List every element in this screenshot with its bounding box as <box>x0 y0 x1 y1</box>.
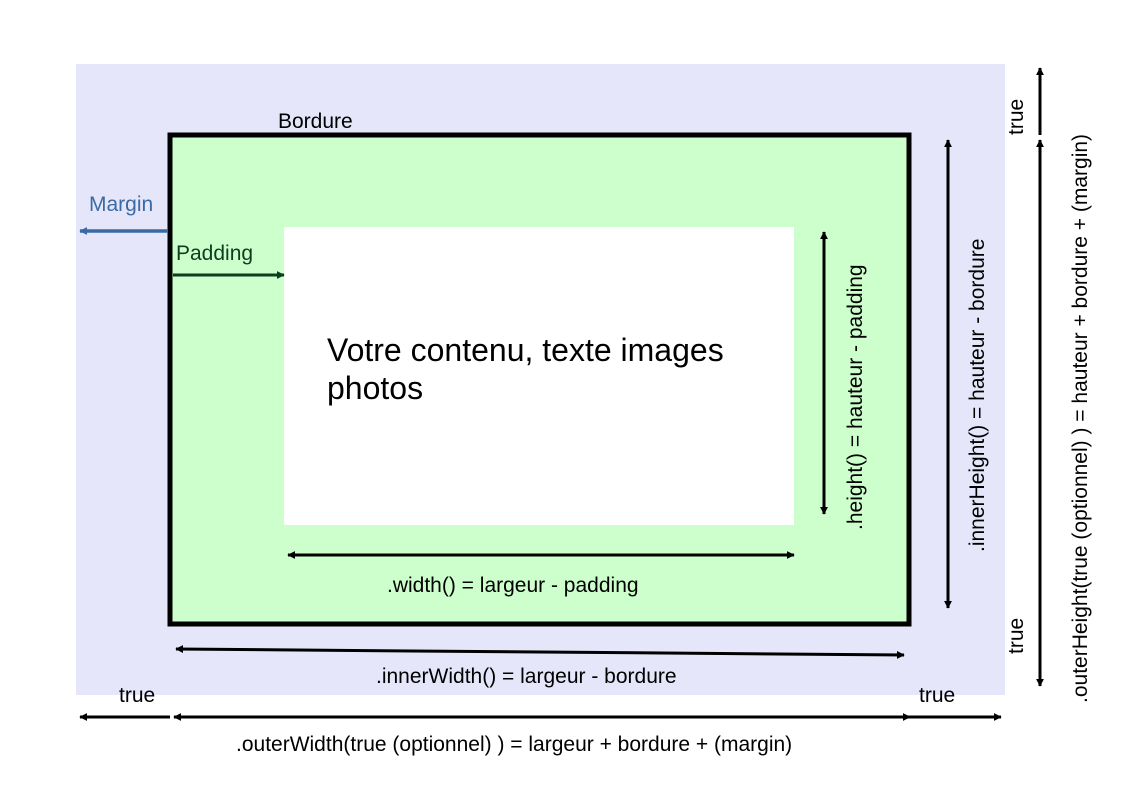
outer-width-label: .outerWidth(true (optionnel) ) = largeur… <box>236 733 792 756</box>
outer-height-true-top: true <box>1005 99 1028 135</box>
width-label: .width() = largeur - padding <box>387 574 639 597</box>
padding-label: Padding <box>176 242 253 265</box>
inner-height-label: .innerHeight() = hauteur - bordure <box>966 239 989 552</box>
content-area <box>284 227 794 525</box>
outer-width-true-right: true <box>919 684 955 707</box>
height-label: .height() = hauteur - padding <box>844 264 867 530</box>
border-label: Bordure <box>278 110 353 133</box>
content-text-line2: photos <box>327 370 423 406</box>
outer-height-label: .outerHeight(true (optionnel) ) = hauteu… <box>1069 134 1092 703</box>
outer-width-true-left: true <box>119 684 155 707</box>
inner-width-arrow <box>175 645 905 659</box>
outer-height-true-bottom: true <box>1005 618 1028 654</box>
margin-label: Margin <box>89 193 153 216</box>
content-text-line1: Votre contenu, texte images <box>327 332 724 368</box>
inner-width-label: .innerWidth() = largeur - bordure <box>376 665 677 688</box>
